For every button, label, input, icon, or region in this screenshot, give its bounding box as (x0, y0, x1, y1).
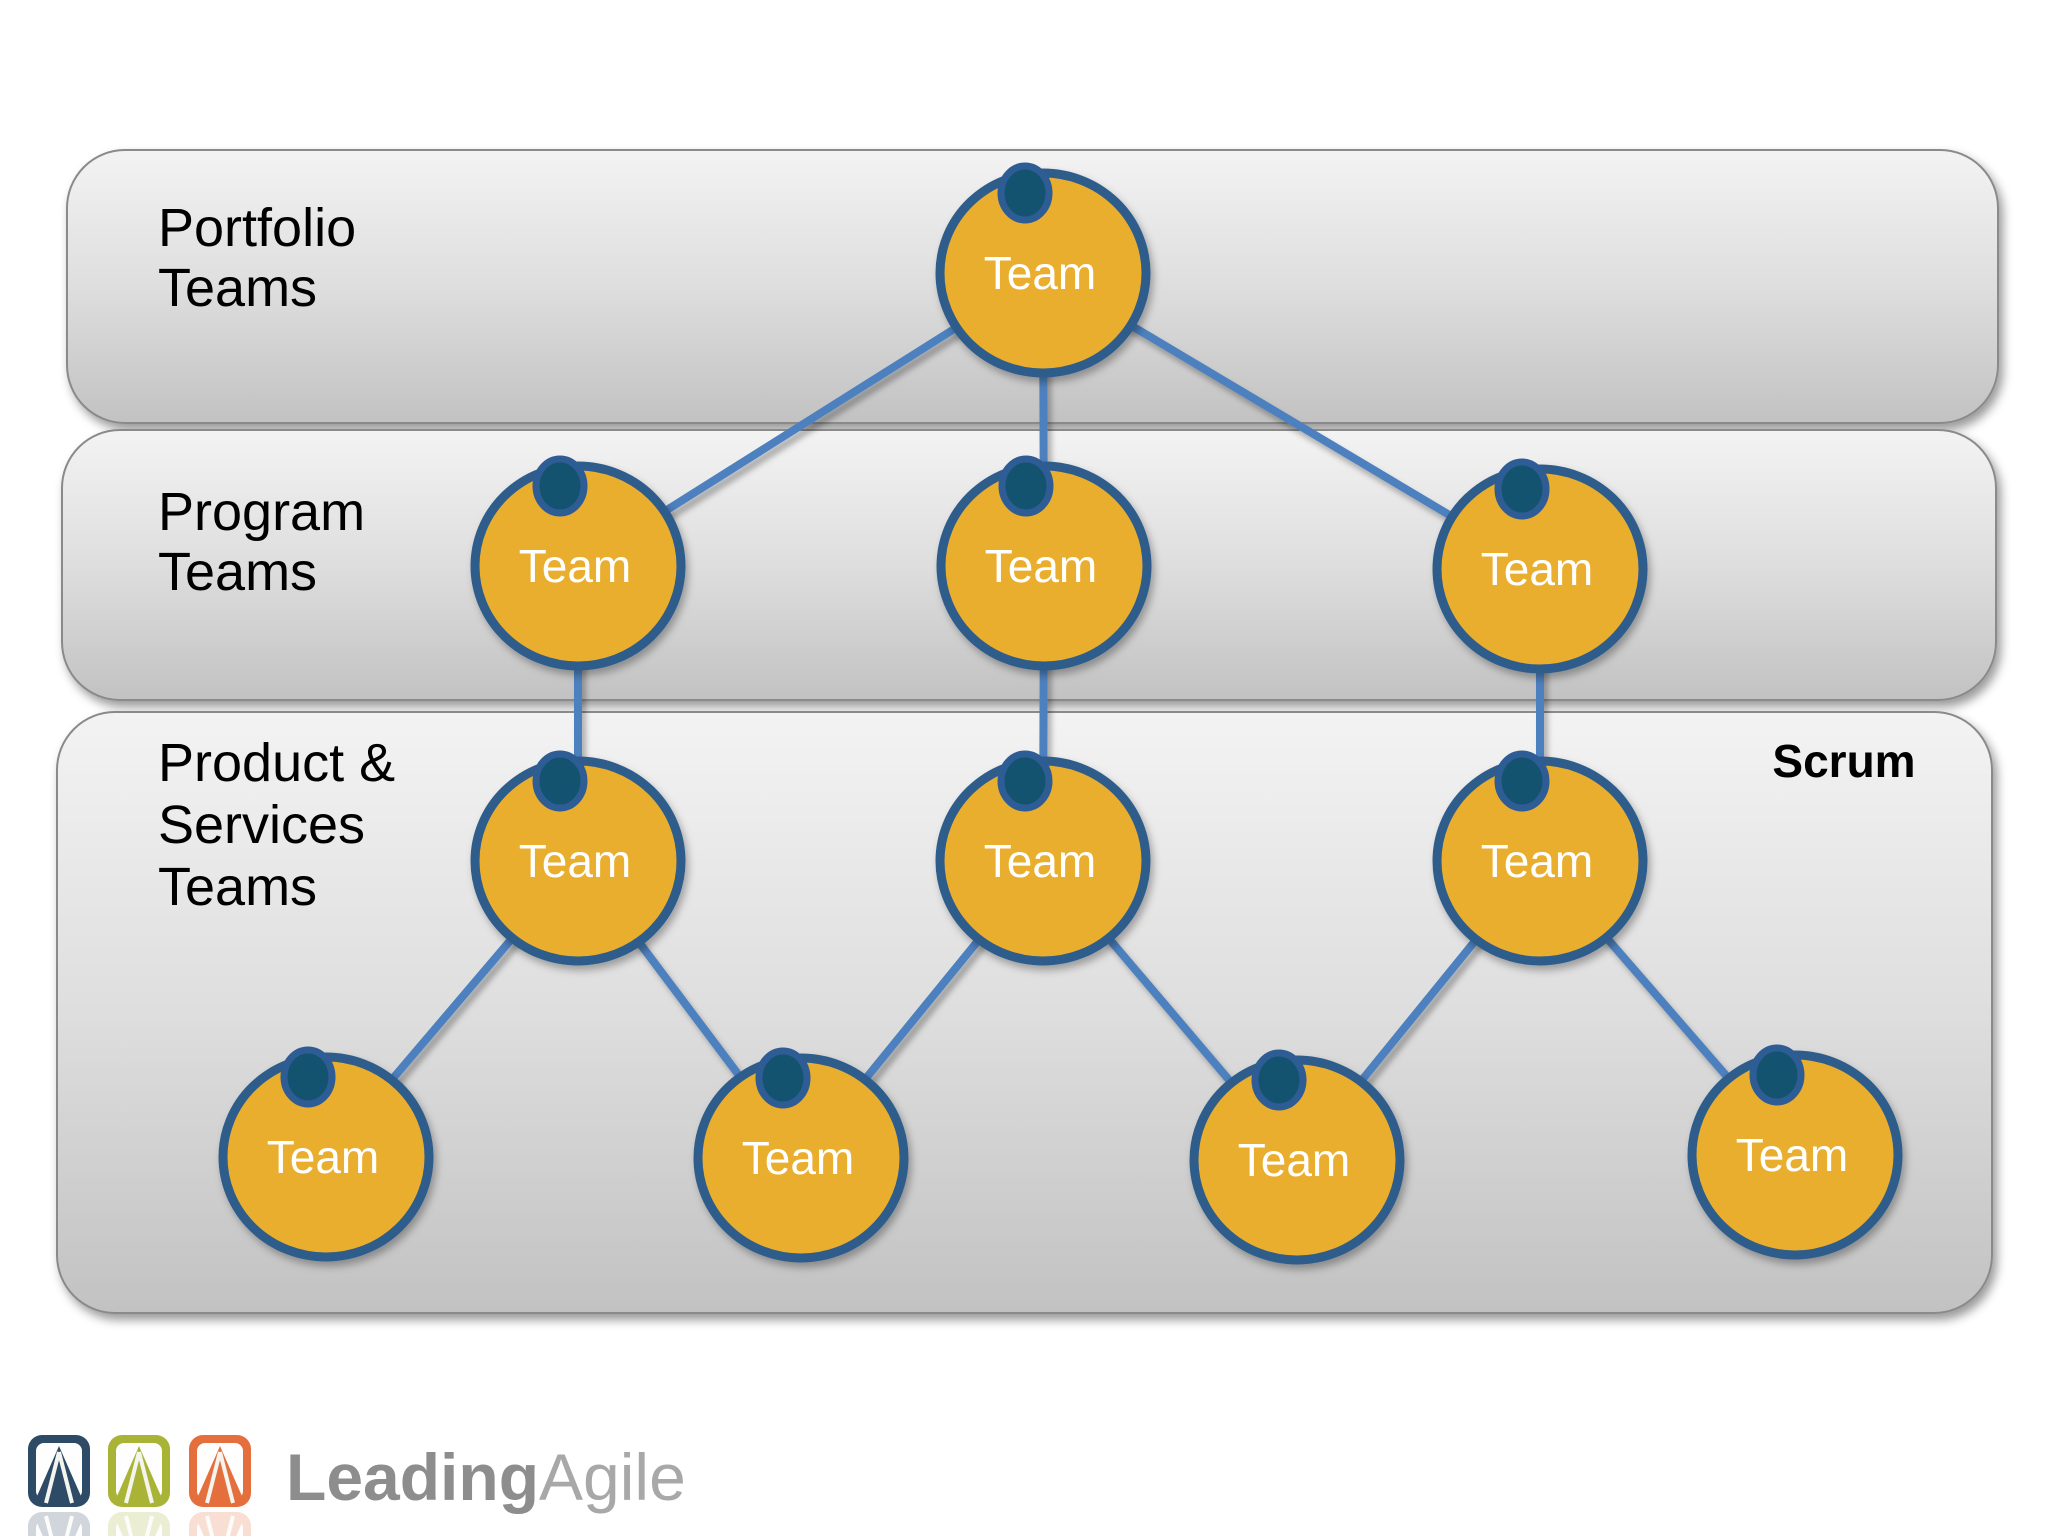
team-node: Team (1432, 458, 1648, 674)
team-node: Team (218, 1046, 434, 1262)
team-dot (1749, 1044, 1805, 1106)
logo-text-leading: Leading (286, 1440, 539, 1514)
team-node: Team (1687, 1044, 1903, 1260)
team-node: Team (470, 750, 686, 966)
band-label-line: Teams (158, 542, 317, 602)
team-label: Team (1736, 1129, 1848, 1181)
team-label: Team (519, 540, 631, 592)
team-dot (998, 455, 1054, 517)
team-label: Team (1481, 835, 1593, 887)
team-dot (1494, 750, 1550, 812)
team-label: Team (984, 247, 1096, 299)
logo-marks (28, 1435, 251, 1507)
logo-text-agile: Agile (539, 1440, 686, 1514)
team-node: Team (935, 162, 1151, 378)
band-label-line: Services (158, 795, 365, 855)
team-label: Team (984, 835, 1096, 887)
team-label: Team (267, 1131, 379, 1183)
band-label-line: Teams (158, 258, 317, 318)
team-dot (755, 1047, 811, 1109)
team-node: Team (936, 455, 1152, 671)
team-label: Team (985, 540, 1097, 592)
band-label-line: Teams (158, 857, 317, 917)
team-label: Team (742, 1132, 854, 1184)
band-label-line: Portfolio (158, 198, 356, 258)
team-dot (532, 750, 588, 812)
team-label: Team (1238, 1134, 1350, 1186)
team-node: Team (693, 1047, 909, 1263)
logo-marks-reflection (26, 1510, 253, 1536)
band-label-portfolio-teams: Portfolio Teams (158, 198, 371, 318)
team-dot (997, 750, 1053, 812)
logo-mark-blue-icon (28, 1435, 90, 1507)
logo-wordmark: LeadingAgile (286, 1440, 686, 1514)
band-label-product-services-teams: Product & Services Teams (158, 733, 410, 917)
band-label-line: Product & (158, 733, 395, 793)
team-label: Team (1481, 543, 1593, 595)
team-node: Team (1189, 1049, 1405, 1265)
team-dot (1494, 458, 1550, 520)
team-node: Team (935, 750, 1151, 966)
team-dot (532, 455, 588, 517)
band-label-line: Program (158, 482, 365, 542)
team-label: Team (519, 835, 631, 887)
team-dot (280, 1046, 336, 1108)
team-dot (1251, 1049, 1307, 1111)
logo-mark-green-icon (108, 1435, 170, 1507)
leading-agile-logo: LeadingAgile (26, 1435, 686, 1536)
band-label-program-teams: Program Teams (158, 482, 380, 602)
scrum-annotation: Scrum (1772, 735, 1915, 787)
logo-mark-orange-icon (189, 1435, 251, 1507)
team-dot (997, 162, 1053, 224)
team-node: Team (1432, 750, 1648, 966)
team-node: Team (470, 455, 686, 671)
